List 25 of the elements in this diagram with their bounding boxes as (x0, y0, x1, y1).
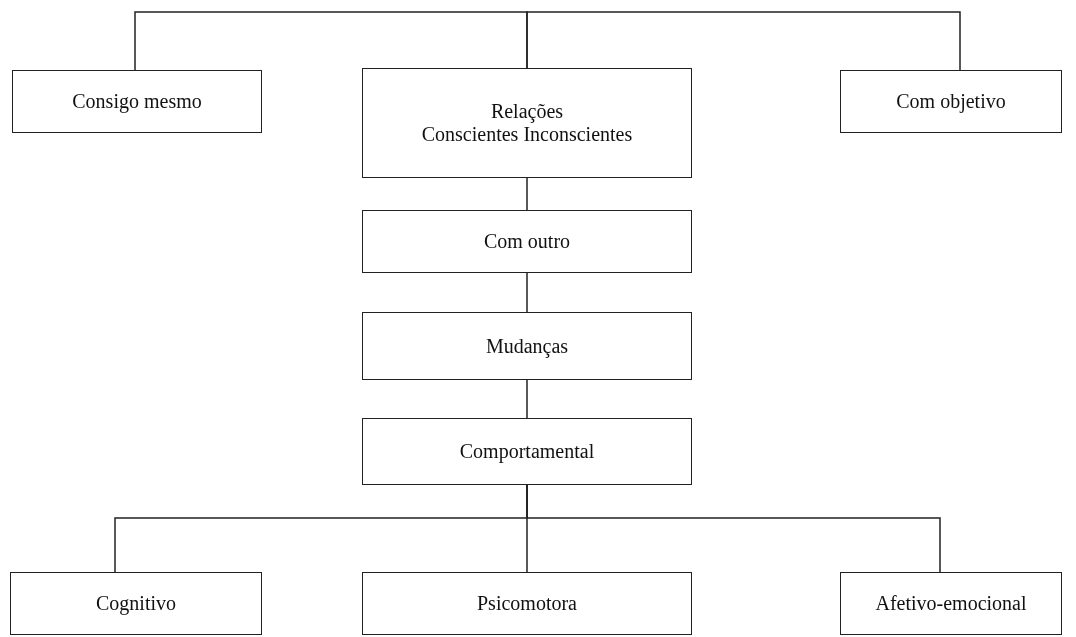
box-label: Psicomotora (477, 592, 577, 615)
process-box (362, 210, 692, 273)
process-box (362, 418, 692, 485)
box-label: Comportamental (459, 440, 595, 463)
connector-line (526, 177, 528, 211)
process-box (10, 572, 262, 635)
connector-line (526, 11, 961, 71)
box-label: Cognitivo (96, 592, 176, 615)
connector-line (134, 11, 528, 71)
box-label: Afetivo-emocional (875, 592, 1027, 615)
box-label: Conscientes Inconscientes (421, 123, 633, 146)
connector-line (526, 379, 528, 419)
process-box (12, 70, 262, 133)
box-label: Consigo mesmo (72, 90, 202, 113)
connector-line (526, 484, 941, 573)
box-label: Mudanças (485, 334, 569, 358)
process-box (840, 70, 1062, 133)
box-label: Relações (490, 100, 564, 123)
process-box (362, 68, 692, 178)
process-box (362, 572, 692, 635)
box-label: Com outro (483, 230, 571, 253)
box-label: Com objetivo (896, 90, 1006, 113)
process-box (840, 572, 1062, 635)
connector-line (526, 272, 528, 313)
process-box (362, 312, 692, 380)
